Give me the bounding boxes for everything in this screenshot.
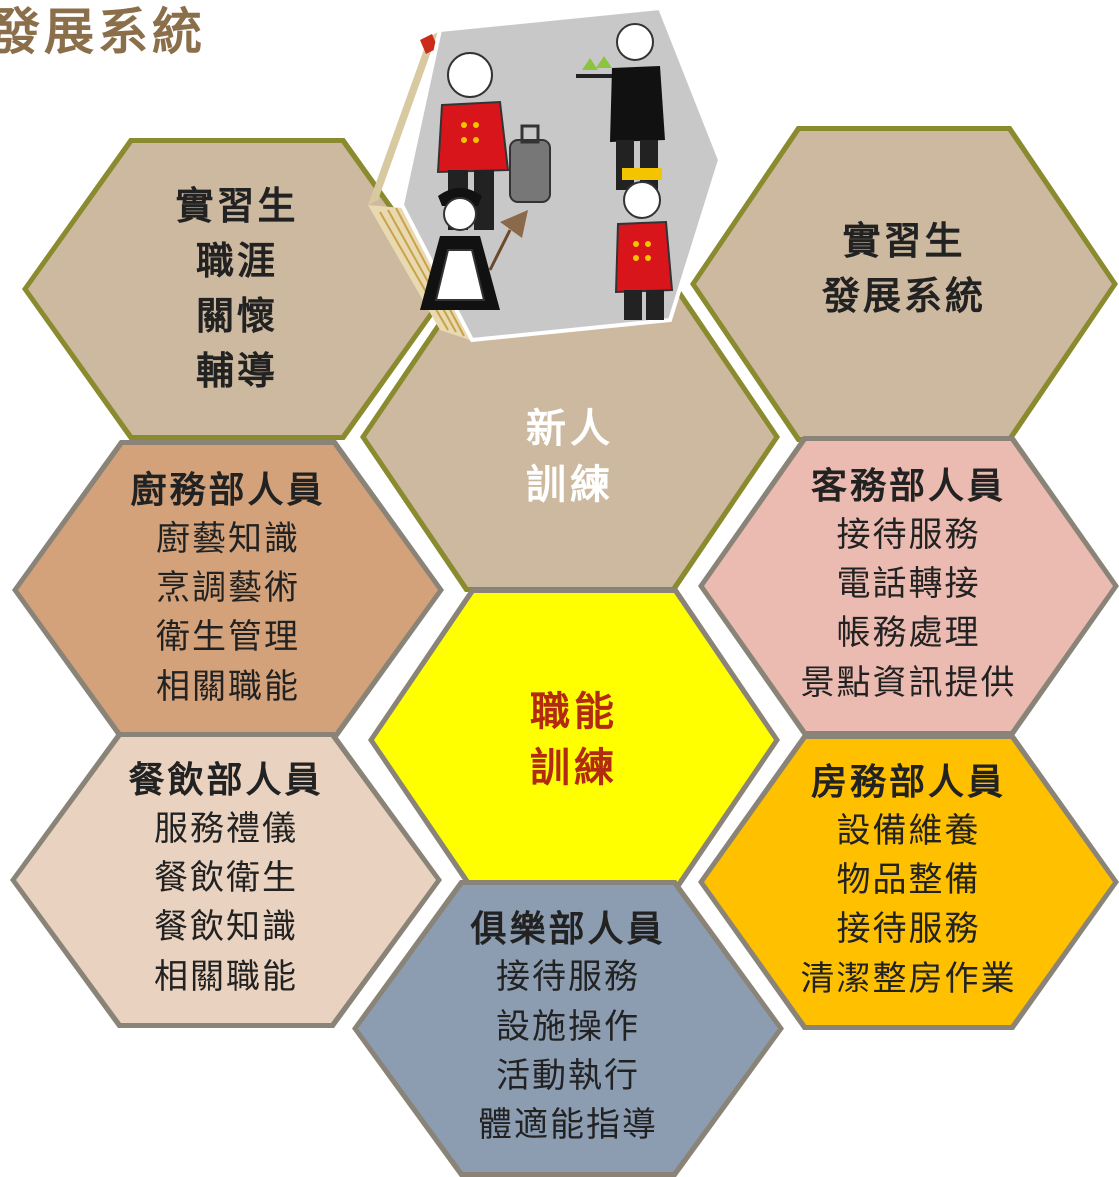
hex-housekeeping-item-2: 物品整備 <box>836 860 981 901</box>
hex-dining: 餐飲部人員 服務禮儀 餐飲衛生 餐飲知識 相關職能 <box>16 737 436 1023</box>
hex-border-skills: 職能 訓練 <box>368 588 780 892</box>
feather-duster-icon <box>488 210 528 271</box>
hex-club: 俱樂部人員 接待服務 設施操作 活動執行 體適能指導 <box>358 885 778 1172</box>
hex-kitchen-head: 廚務部人員 <box>130 470 326 511</box>
hex-kitchen: 廚務部人員 廚藝知識 烹調藝術 衛生管理 相關職能 <box>18 445 438 735</box>
hex-career-line-3: 關懷 <box>195 294 278 338</box>
hex-guest-item-2: 電話轉接 <box>836 564 981 605</box>
hex-dining-item-2: 餐飲衛生 <box>154 858 298 899</box>
hex-housekeeping-head: 房務部人員 <box>810 762 1006 803</box>
hex-border-housekeeping: 房務部人員 設備維養 物品整備 接待服務 清潔整房作業 <box>698 734 1119 1030</box>
hex-dev: 實習生 發展系統 <box>696 131 1112 437</box>
hex-career-line-4: 輔導 <box>195 349 278 394</box>
luggage-icon <box>509 124 551 203</box>
hex-guest-item-4: 景點資訊提供 <box>800 662 1017 703</box>
hex-guest-item-3: 帳務處理 <box>836 613 981 654</box>
hex-newhire: 新人 訓練 <box>366 287 774 587</box>
hex-club-item-3: 活動執行 <box>496 1055 640 1096</box>
hex-dev-line-2: 發展系統 <box>821 274 986 318</box>
hex-skills-line-2: 訓練 <box>530 745 618 791</box>
hex-dev-line-1: 實習生 <box>842 218 966 263</box>
hex-housekeeping-item-4: 清潔整房作業 <box>800 958 1017 999</box>
maid-icon <box>420 188 500 310</box>
hex-skills: 職能 訓練 <box>374 593 774 887</box>
hex-newhire-line-2: 訓練 <box>526 462 614 508</box>
hex-club-item-4: 體適能指導 <box>478 1105 658 1146</box>
hex-guest: 客務部人員 接待服務 電話轉接 帳務處理 景點資訊提供 <box>704 441 1113 731</box>
hex-club-item-1: 接待服務 <box>496 957 640 998</box>
hex-club-head: 俱樂部人員 <box>470 908 666 950</box>
hex-career-line-1: 實習生 <box>175 183 299 228</box>
hex-border-dining: 餐飲部人員 服務禮儀 餐飲衛生 餐飲知識 相關職能 <box>10 732 442 1028</box>
bellhop-icon <box>614 168 674 320</box>
hotel-staff-illustration <box>368 5 723 343</box>
hex-dining-item-3: 餐飲知識 <box>154 907 298 948</box>
waiter-icon <box>576 23 665 190</box>
hex-skills-line-1: 職能 <box>530 689 618 735</box>
hex-border-dev: 實習生 發展系統 <box>690 126 1118 442</box>
hex-dining-item-1: 服務禮儀 <box>154 808 298 849</box>
hex-kitchen-item-3: 衛生管理 <box>156 617 300 658</box>
hex-housekeeping: 房務部人員 設備維養 物品整備 接待服務 清潔整房作業 <box>704 739 1113 1025</box>
hex-career-line-2: 職涯 <box>195 238 278 283</box>
hex-guest-item-1: 接待服務 <box>836 514 981 555</box>
hex-border-club: 俱樂部人員 接待服務 設施操作 活動執行 體適能指導 <box>352 880 784 1177</box>
hex-guest-head: 客務部人員 <box>810 466 1006 507</box>
hex-border-guest: 客務部人員 接待服務 電話轉接 帳務處理 景點資訊提供 <box>698 436 1119 736</box>
hex-dining-item-4: 相關職能 <box>154 956 298 997</box>
hex-dining-head: 餐飲部人員 <box>128 760 324 801</box>
hex-housekeeping-item-3: 接待服務 <box>836 909 981 950</box>
hex-kitchen-item-2: 烹調藝術 <box>156 568 300 609</box>
hex-housekeeping-item-1: 設備維養 <box>836 810 981 851</box>
hex-kitchen-item-1: 廚藝知識 <box>156 518 300 559</box>
hex-newhire-line-1: 新人 <box>526 406 614 452</box>
page-title: 發展系統 <box>0 3 206 61</box>
hex-club-item-2: 設施操作 <box>496 1006 640 1047</box>
hex-kitchen-item-4: 相關職能 <box>156 666 300 707</box>
hex-border-kitchen: 廚務部人員 廚藝知識 烹調藝術 衛生管理 相關職能 <box>12 440 444 740</box>
